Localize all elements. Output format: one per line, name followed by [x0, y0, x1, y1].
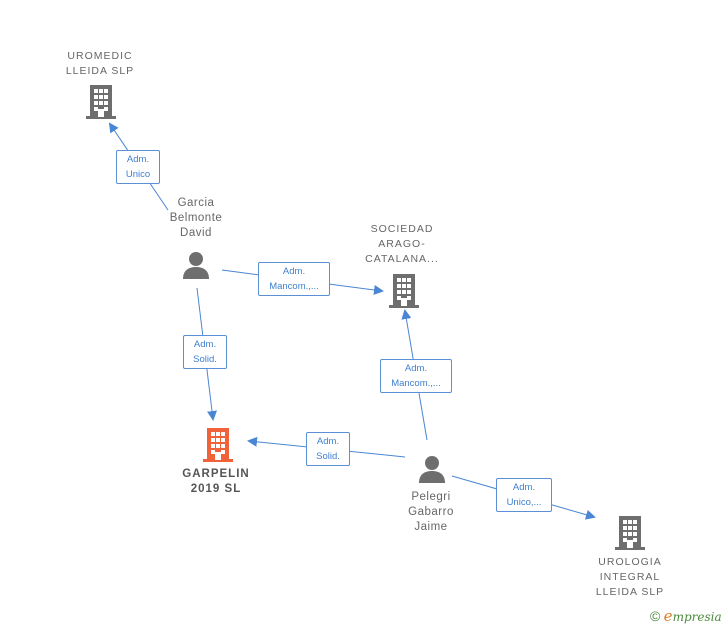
edge-label-e5[interactable]: Adm. Solid.	[306, 432, 350, 466]
person-icon[interactable]	[181, 250, 211, 280]
node-label-garpelin[interactable]: GARPELIN 2019 SL	[182, 468, 250, 495]
edge-label-e4[interactable]: Adm. Mancom.,...	[380, 359, 452, 393]
node-label-sociedad[interactable]: SOCIEDAD ARAGO- CATALANA...	[365, 223, 439, 265]
node-label-uromedic[interactable]: UROMEDIC LLEIDA SLP	[65, 50, 135, 77]
edge-label-e1[interactable]: Adm. Unico	[116, 150, 160, 184]
node-label-pelegri[interactable]: Pelegri Gabarro Jaime	[408, 491, 454, 533]
copyright-icon: ©	[650, 608, 661, 624]
brand-logo-text: mpresia	[672, 610, 722, 624]
edge-label-e6[interactable]: Adm. Unico,...	[496, 478, 552, 512]
building-icon-focus[interactable]	[203, 428, 233, 462]
edge-label-e3[interactable]: Adm. Solid.	[183, 335, 227, 369]
building-icon[interactable]	[615, 516, 645, 550]
edge-label-e2[interactable]: Adm. Mancom.,...	[258, 262, 330, 296]
building-icon[interactable]	[389, 274, 419, 308]
empresia-watermark: © empresia	[650, 607, 722, 625]
building-icon[interactable]	[86, 85, 116, 119]
brand-logo-letter: e	[663, 607, 673, 625]
node-label-garcia[interactable]: Garcia Belmonte David	[169, 197, 223, 239]
person-icon[interactable]	[417, 454, 447, 484]
node-label-urologia[interactable]: UROLOGIA INTEGRAL LLEIDA SLP	[595, 556, 665, 598]
